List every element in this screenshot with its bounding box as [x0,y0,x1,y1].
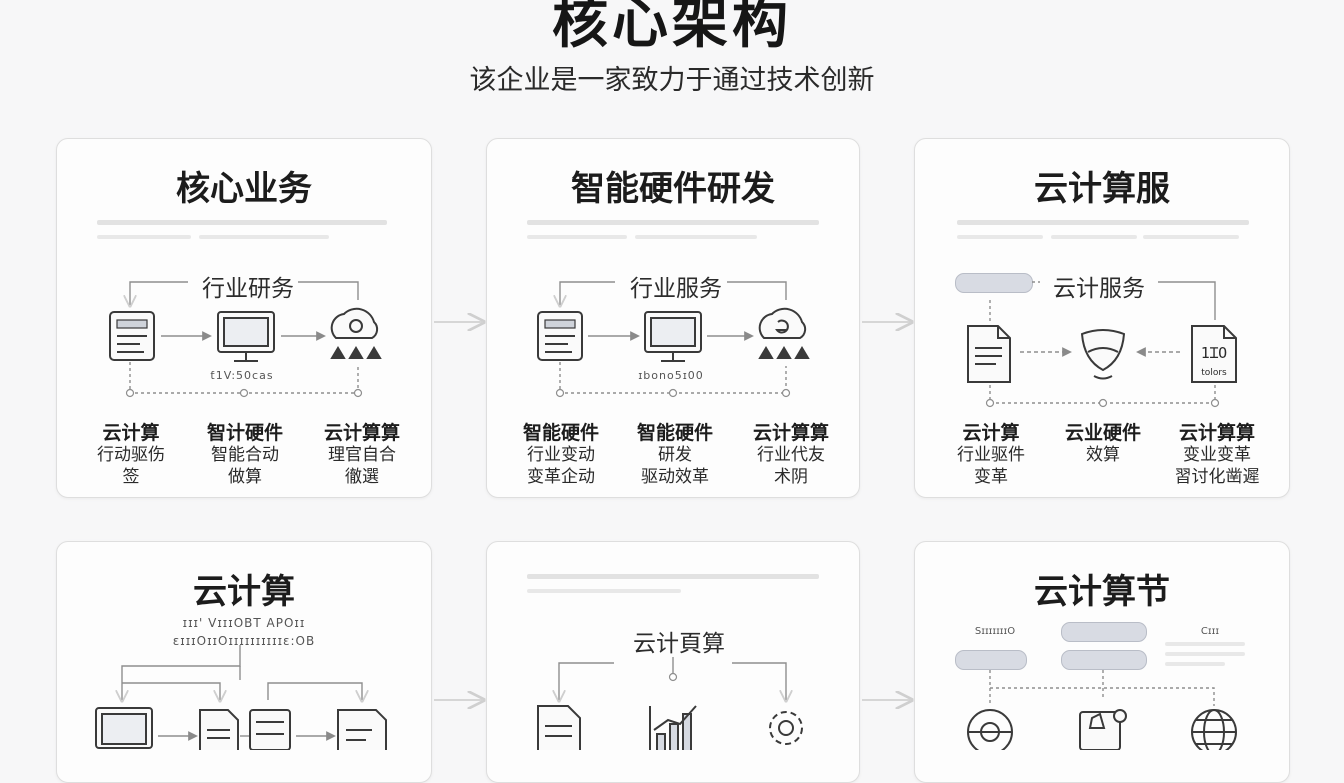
column-heading: 云计算算 [323,422,400,444]
label-pill [955,650,1027,670]
column-heading: 云业硬件 [1064,422,1141,444]
placeholder-bar [527,220,819,225]
subtitle-line: ɛɪɪɪOɪɪOɪɪɪɪɪɪɪɪɪɪɛ:OB [172,634,316,648]
caption: ɪbono5ɪ00 [638,369,704,382]
card-smart-hardware: 智能硬件研发 行业服务 ɪbono5ɪ00 智能硬件 行业变动 变革企动 智能硬… [486,138,860,498]
placeholder-bar [527,235,627,239]
caption: ƭ1V:50cas [210,369,274,382]
column-line: 变革 [974,467,1008,487]
page-title: 核心架构 [552,0,792,56]
column-line: 做算 [228,467,262,487]
column: 云计算算 变业变革 習讨化凿遲 [1157,422,1277,488]
column: 云计算 行业驱件 变革 [931,422,1051,488]
tiny-label: SɪɪɪɪɪɪɪO [974,626,1016,637]
column: 云计算 行动驱伤 签 [71,422,191,488]
label-pill [955,273,1033,293]
card-core-business: 核心业务 行业研务 ƭ1V:50cas 云计算 行动驱伤 签 智计硬件 智能合动… [56,138,432,498]
card-title: 云计算节 [1034,572,1170,612]
column-heading: 智计硬件 [206,422,283,444]
placeholder-bar [1165,642,1245,646]
column: 云计算算 行业代友 术阴 [731,422,851,488]
card-title: 智能硬件研发 [571,169,775,209]
column-line: 行业代友 [757,445,825,465]
placeholder-bar [957,235,1043,239]
placeholder-bar [1051,235,1137,239]
card-cloud-service: 云计算服 云计服务 云计算 行业驱件 变革 云业硬件 效算 云计算算 变业变革 … [914,138,1290,498]
card-cloud-calc: 云计頁算 [486,541,860,783]
subtitle-line: ɪɪɪ' VɪɪɪOBT APOɪɪ [182,616,306,630]
card-title: 云计算服 [1034,169,1170,209]
column-line: 習讨化凿遲 [1174,467,1260,487]
column-line: 行业变动 [527,445,595,465]
card-cloud-node: 云计算节 SɪɪɪɪɪɪɪO Cɪɪɪ [914,541,1290,783]
placeholder-bar [957,220,1249,225]
flow-label: 云计頁算 [617,624,741,658]
column: 智计硬件 智能合动 做算 [185,422,305,488]
tiny-label: Cɪɪɪ [1200,626,1220,637]
column: 云计算算 理官自合 徹選 [302,422,422,488]
column-heading: 云计算 [102,422,160,444]
label-pill [1061,650,1147,670]
flow-label: 行业研务 [187,269,309,303]
page-subtitle: 该企业是一家致力于通过技术创新 [469,65,875,96]
column-heading: 智能硬件 [522,422,599,444]
placeholder-bar [1165,662,1225,666]
column-line: 效算 [1086,445,1120,465]
column: 智能硬件 研发 驱动效革 [615,422,735,488]
placeholder-bar [1165,652,1245,656]
placeholder-bar [199,235,329,239]
placeholder-bar [97,235,191,239]
column-heading: 云计算 [962,422,1020,444]
flow-label: 行业服务 [615,269,737,303]
column-line: 徹選 [345,467,379,487]
card-cloud-computing: 云计算 ɪɪɪ' VɪɪɪOBT APOɪɪ ɛɪɪɪOɪɪOɪɪɪɪɪɪɪɪɪ… [56,541,432,783]
column-line: 行动驱伤 [97,445,165,465]
column-heading: 智能硬件 [636,422,713,444]
flow-label: 云计服务 [1053,276,1145,302]
placeholder-bar [97,220,387,225]
placeholder-bar [1143,235,1239,239]
column-heading: 云计算算 [1178,422,1255,444]
column-line: 智能合动 [211,445,279,465]
placeholder-bar [635,235,757,239]
column-line: 理官自合 [328,445,396,465]
column-line: 驱动效革 [641,467,709,487]
card-title: 云计算 [193,572,295,612]
column-line: 行业驱件 [957,445,1025,465]
column-heading: 云计算算 [752,422,829,444]
column-line: 研发 [658,445,692,465]
column-line: 术阴 [774,467,808,487]
placeholder-bar [527,589,681,593]
column: 云业硬件 效算 [1043,422,1163,466]
column-line: 变革企动 [527,467,595,487]
card-title: 核心业务 [176,169,312,209]
column-line: 变业变革 [1183,445,1251,465]
placeholder-bar [527,574,819,579]
column: 智能硬件 行业变动 变革企动 [501,422,621,488]
label-pill [1061,622,1147,642]
column-line: 签 [122,467,140,487]
